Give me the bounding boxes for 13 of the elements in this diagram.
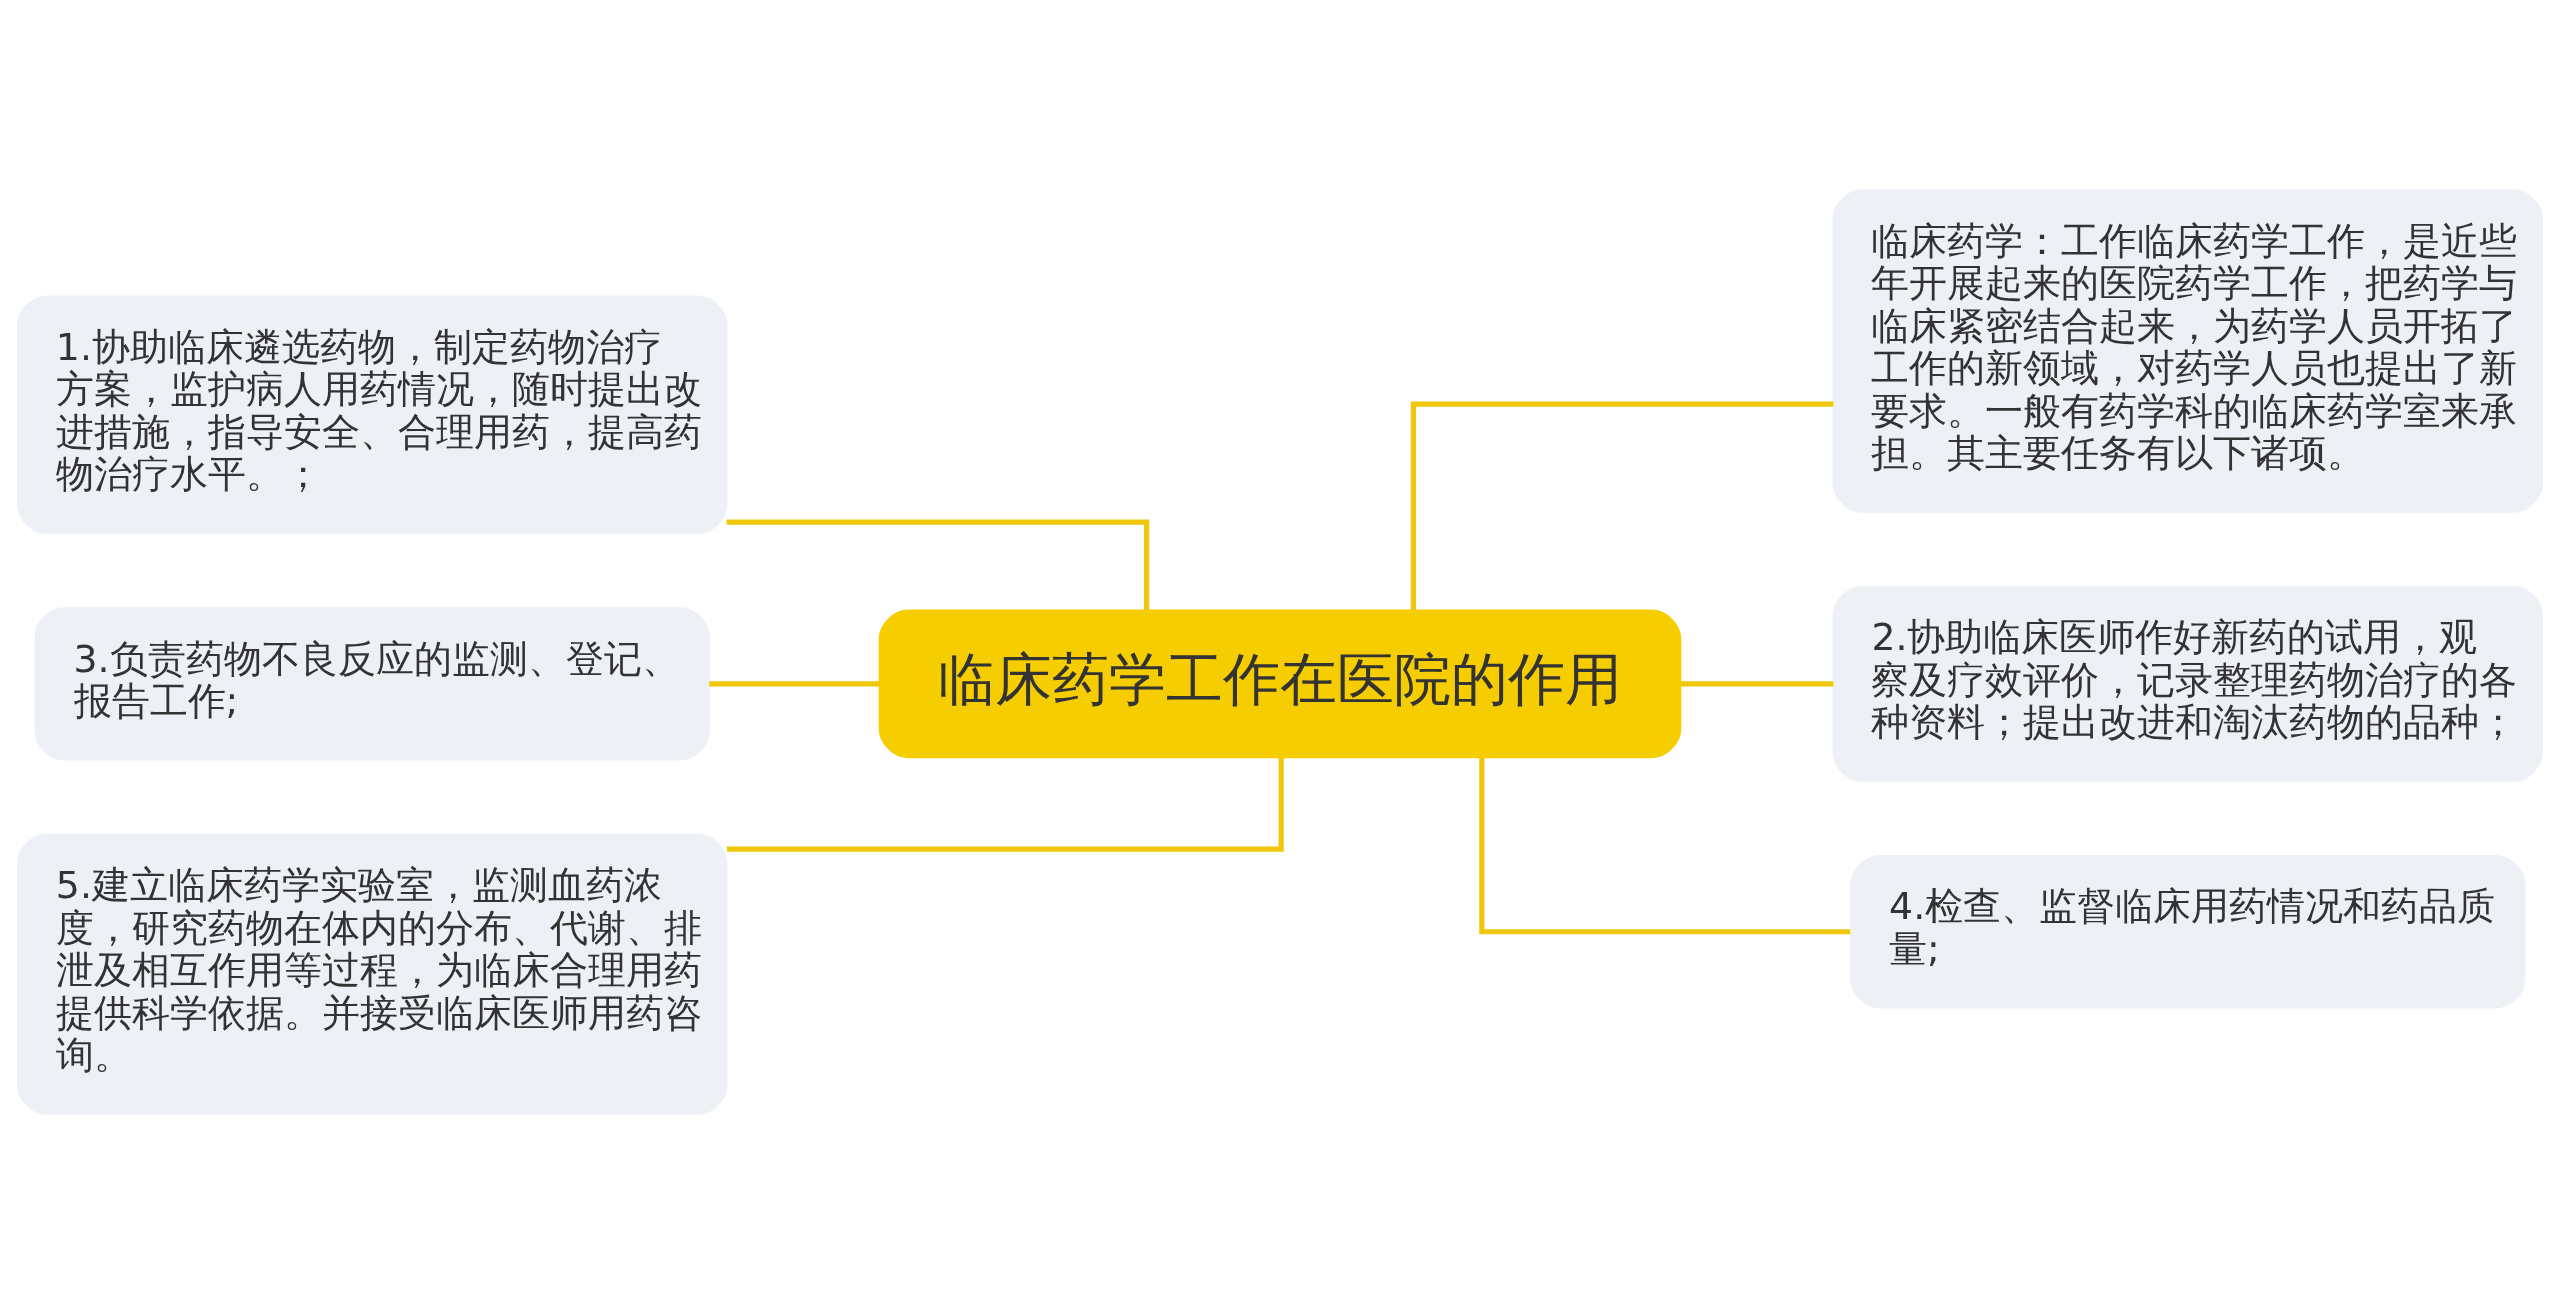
node-box: 临床药学工作在医院的作用 xyxy=(878,609,1682,759)
connector xyxy=(1479,757,1851,935)
node-box: 3.负责药物不良反应的监测、登记、报告工作; xyxy=(34,607,710,761)
connector xyxy=(1410,401,1834,611)
node-box: 2.协助临床医师作好新药的试用，观察及疗效评价，记录整理药物治疗的各种资料；提出改进和淘汰药物的品种； xyxy=(1832,585,2544,782)
node-box: 1.协助临床遴选药物，制定药物治疗方案，监护病人用药情况，随时提出改进措施，指导安全、合理用药，提高药物治疗水平。； xyxy=(16,295,728,534)
node-box: 4.检查、监督临床用药情况和药品质量; xyxy=(1850,855,2526,1009)
connector xyxy=(726,757,1284,852)
connector xyxy=(1680,681,1834,687)
node-box: 临床药学：工作临床药学工作，是近些年开展起来的医院药学工作，把药学与临床紧密结合起来，为药学人员开拓了工作的新领域，对药学人员也提出了新要求。一般有药学科的临床药学室来承担。其主要任务有以下诸项。 xyxy=(1832,189,2544,513)
connector xyxy=(726,519,1150,611)
node-box: 5.建立临床药学实验室，监测血药浓度，研究药物在体内的分布、代谢、排泄及相互作用等过程，为临床合理用药提供科学依据。并接受临床医师用药咨询。 xyxy=(16,833,728,1115)
connector xyxy=(709,681,880,687)
